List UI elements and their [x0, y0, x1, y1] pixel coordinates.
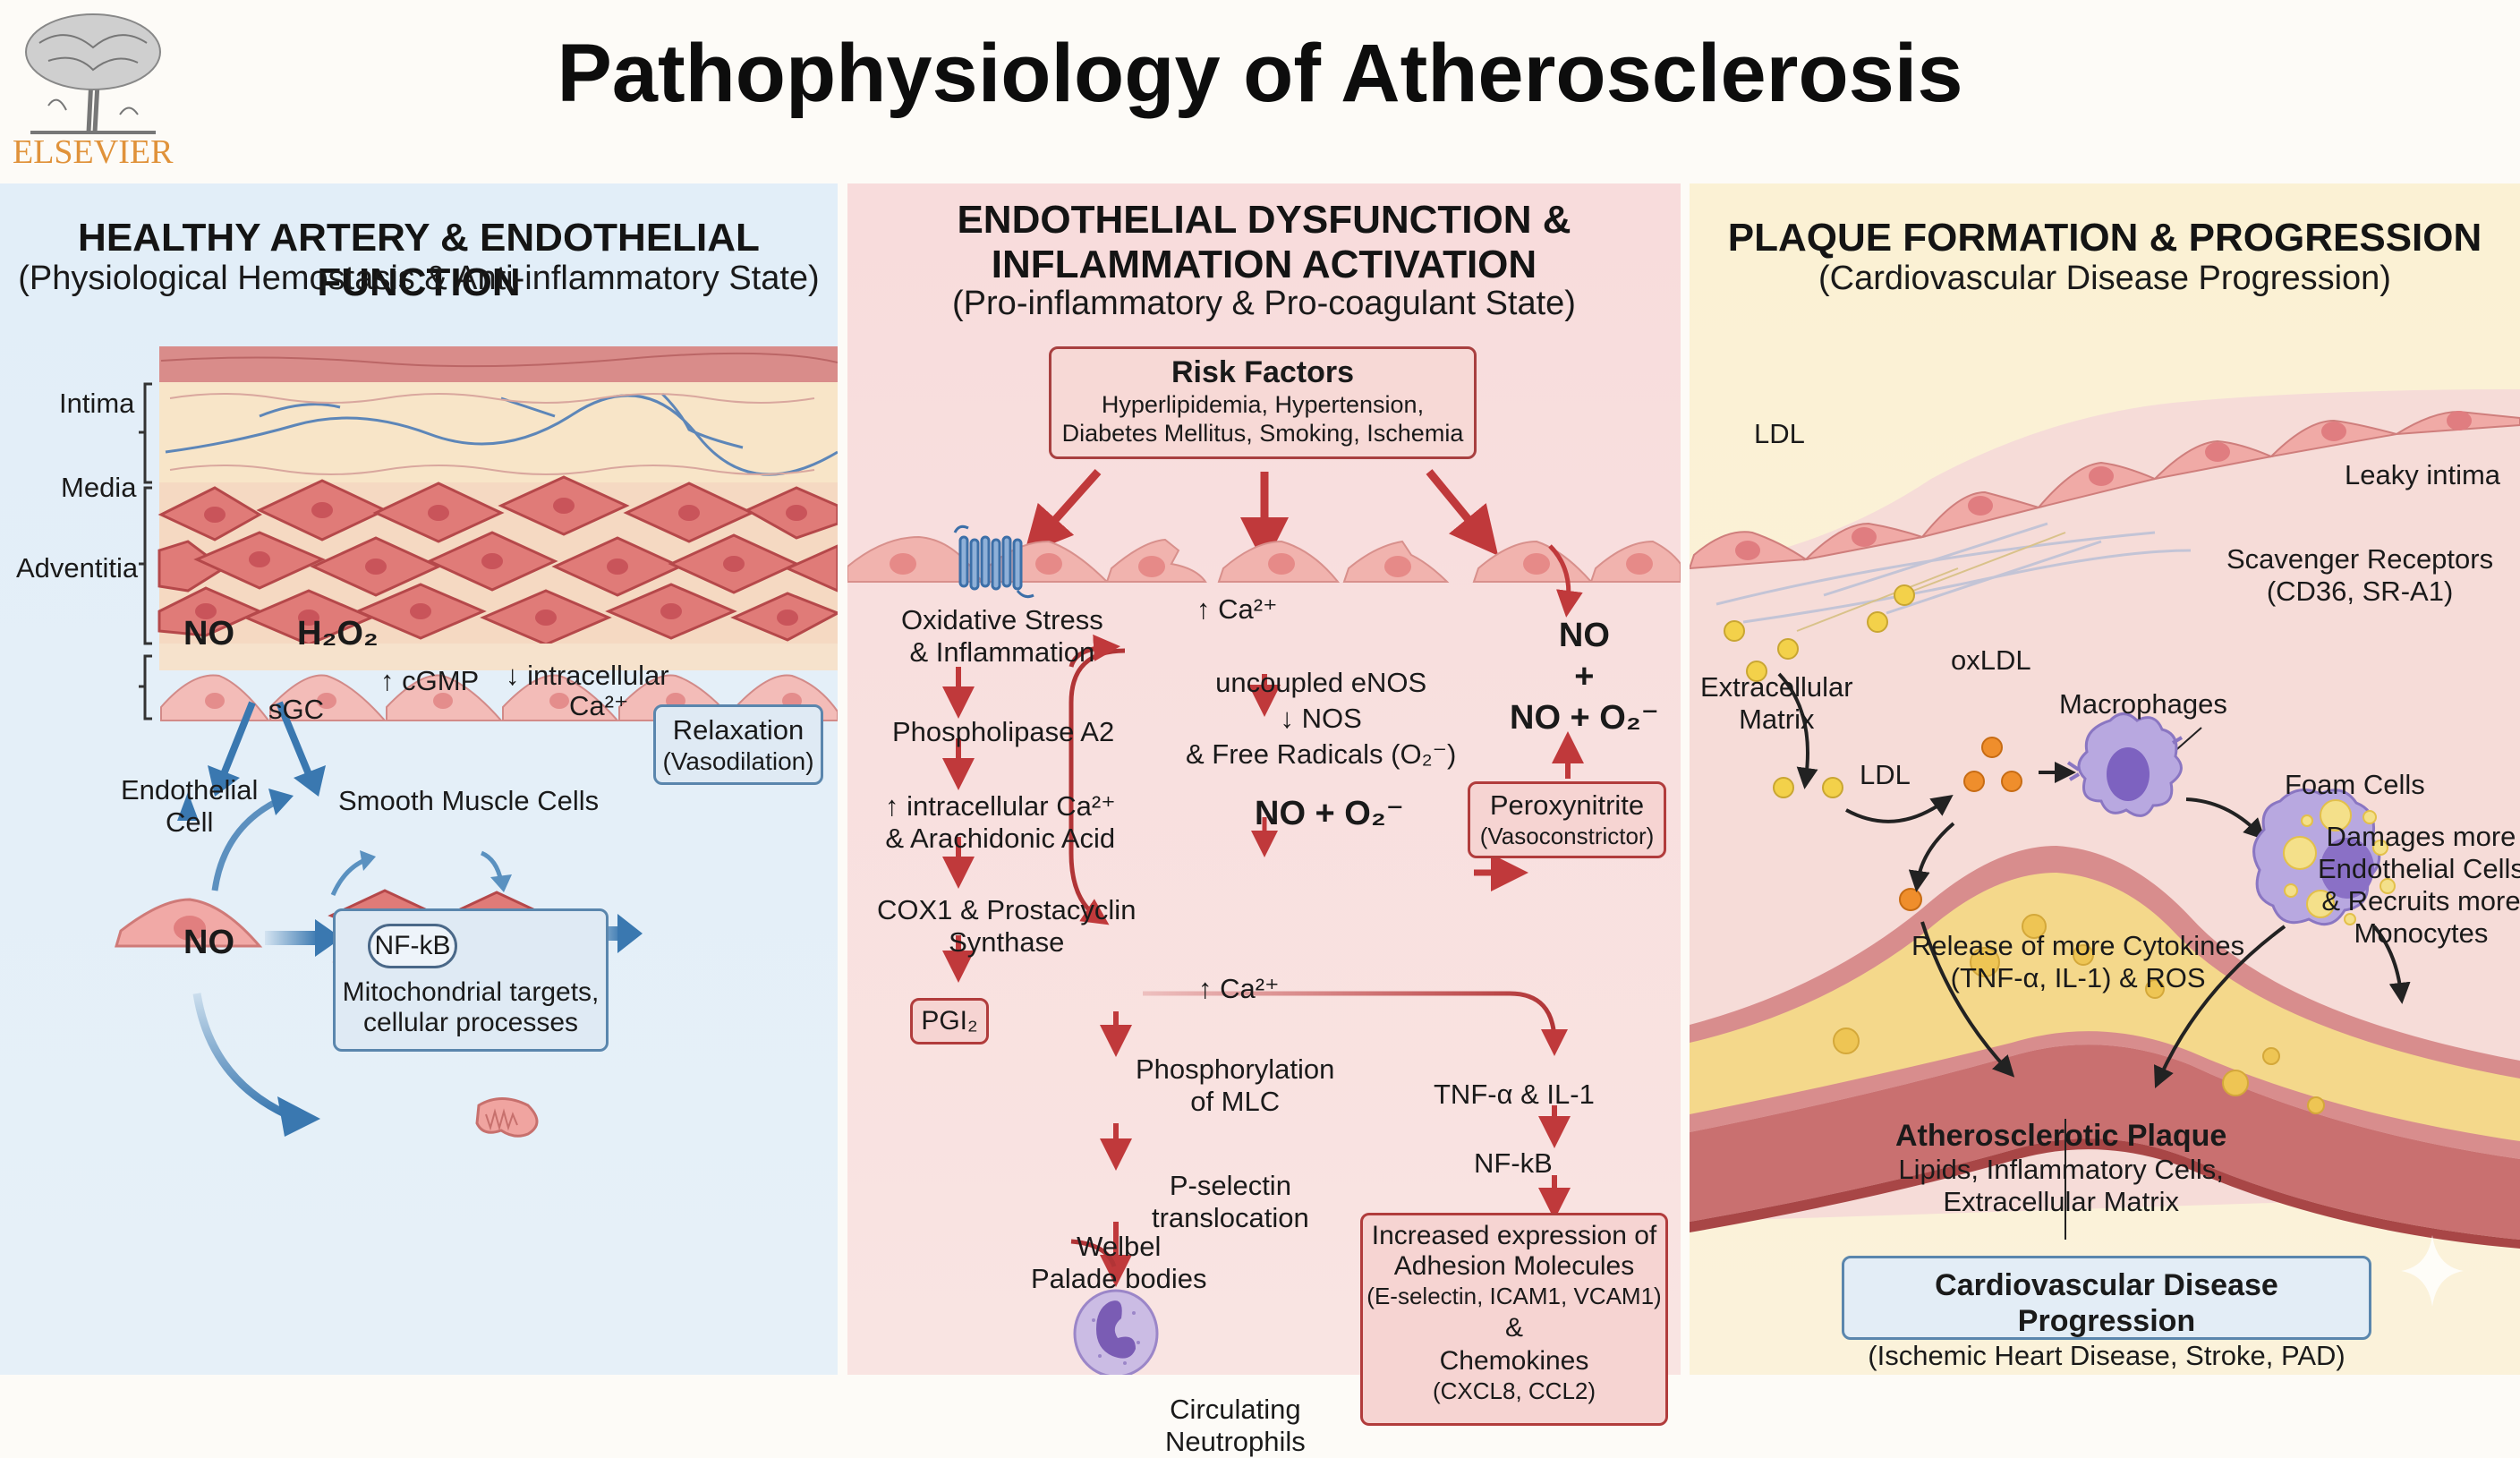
healthy-artery-illustration — [114, 346, 838, 1138]
no-o2-label: NO + O₂⁻ — [1255, 795, 1404, 832]
leaky-intima-label: Leaky intima — [2345, 459, 2501, 490]
uncoupled-enos-label: uncoupled eNOS↓ NOS& Free Radicals (O₂⁻) — [1186, 667, 1457, 770]
layer-label-adventitia: Adventitia — [16, 552, 139, 584]
panel-healthy-artery: HEALTHY ARTERY & ENDOTHELIAL FUNCTION (P… — [0, 183, 838, 1375]
mito-text: Mitochondrial targets,cellular processes — [342, 977, 600, 1037]
oxldl-label: oxLDL — [1951, 644, 2031, 676]
panel-subheading: (Pro-inflammatory & Pro-coagulant State) — [952, 285, 1576, 322]
dysfunction-illustration — [847, 469, 1681, 1375]
calcium-top-label: ↑ Ca²⁺ — [1196, 593, 1278, 625]
elsevier-logo-text: ELSEVIER — [13, 133, 174, 171]
arachidonic-label: ↑ intracellular Ca²⁺& Arachidonic Acid — [885, 790, 1116, 854]
plaque-label: Atherosclerotic Plaque Lipids, Inflammat… — [1895, 1119, 2227, 1217]
oxidative-stress-label: Oxidative Stress& Inflammation — [901, 604, 1103, 668]
h2o2-label: H₂O₂ — [297, 615, 379, 652]
layer-label-media: Media — [61, 472, 137, 503]
cvd-progression-box: Cardiovascular Disease Progression (Isch… — [1842, 1256, 2371, 1371]
elsevier-tree-logo — [13, 7, 174, 173]
panel-heading: ENDOTHELIAL DYSFUNCTION &INFLAMMATION AC… — [957, 198, 1571, 286]
smooth-muscle-label: Smooth Muscle Cells — [338, 785, 600, 816]
sgc-label: sGC — [268, 694, 324, 725]
adhesion-molecules-box: Increased expression of Adhesion Molecul… — [1360, 1213, 1668, 1426]
phospholipase-label: Phospholipase A2 — [892, 716, 1115, 747]
no-bottom-label: NO — [183, 924, 234, 961]
panel-heading: HEALTHY ARTERY & ENDOTHELIAL FUNCTION — [78, 216, 760, 304]
scavenger-receptors-label: Scavenger Receptors(CD36, SR-A1) — [2226, 543, 2494, 607]
nfkb-pill: NF-kB — [368, 924, 457, 968]
relaxation-box: Relaxation (Vasodilation) — [653, 704, 823, 785]
tnf-il1-label: TNF-α & IL-1 — [1434, 1079, 1595, 1110]
layer-label-intima: Intima — [59, 388, 135, 419]
risk-factors-box: Risk Factors Hyperlipidemia, Hypertensio… — [1049, 346, 1477, 459]
ldl-bottom-label: LDL — [1860, 759, 1911, 790]
peroxynitrite-box: Peroxynitrite (Vasoconstrictor) — [1468, 781, 1666, 858]
no-right-label: NO+NO + O₂⁻ — [1510, 617, 1659, 737]
calcium-bottom-label: ↑ Ca²⁺ — [1198, 973, 1280, 1004]
pgi2-box: PGI₂ — [910, 998, 989, 1044]
macrophages-label: Macrophages — [2059, 688, 2227, 720]
macrophage-icon — [2066, 712, 2184, 817]
panel-subheading: (Cardiovascular Disease Progression) — [1818, 260, 2391, 297]
plaque-illustration — [1690, 389, 2520, 1249]
mitochondrion-icon — [475, 1097, 539, 1138]
calcium-label: Ca²⁺ — [569, 690, 629, 721]
cytokine-release-label: Release of more Cytokines(TNF-α, IL-1) &… — [1911, 930, 2245, 993]
no-label: NO — [183, 615, 234, 652]
foam-cells-label: Foam Cells — [2285, 769, 2425, 800]
foam-cell-icon — [2252, 789, 2396, 926]
panel-plaque-formation: PLAQUE FORMATION & PROGRESSION (Cardiova… — [1690, 183, 2520, 1375]
page-title: Pathophysiology of Atherosclerosis — [557, 28, 1963, 119]
panel-endothelial-dysfunction: ENDOTHELIAL DYSFUNCTION &INFLAMMATION AC… — [847, 183, 1681, 1457]
panel-heading: PLAQUE FORMATION & PROGRESSION — [1727, 216, 2482, 260]
nfkb-label: NF-kB — [1474, 1147, 1553, 1179]
ldl-top-label: LDL — [1754, 418, 1805, 449]
mitochondrial-targets-box: NF-kB Mitochondrial targets,cellular pro… — [333, 908, 609, 1052]
panel-subheading: (Physiological Hemostasis & Anti-inflamm… — [18, 260, 820, 297]
cgmp-label: ↑ cGMP — [380, 665, 480, 696]
gpcr-receptor-icon — [953, 524, 1034, 599]
intracellular-label: ↓ intracellular — [506, 660, 669, 691]
neutrophil-icon — [1073, 1289, 1159, 1375]
